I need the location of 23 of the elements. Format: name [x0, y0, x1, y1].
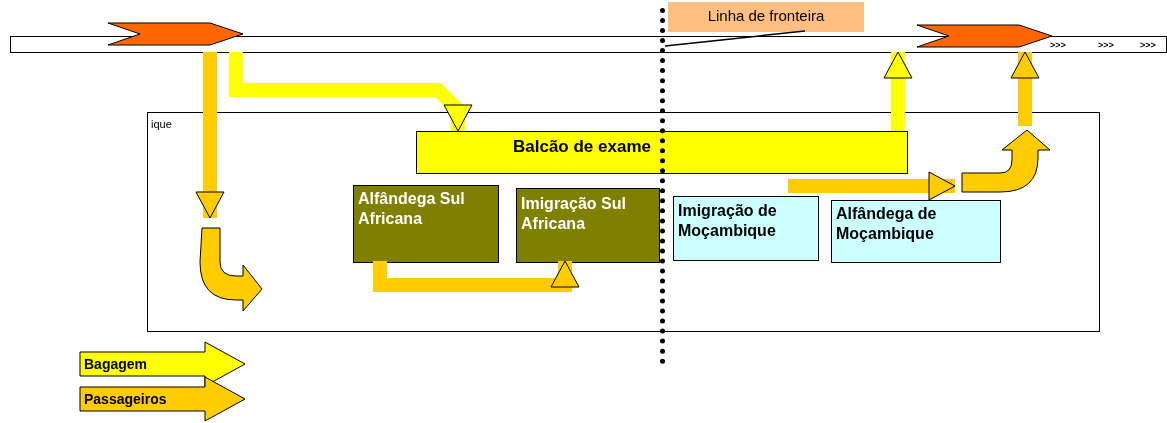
flow-arrow — [883, 51, 913, 131]
node-text: Balcão de exame — [513, 136, 652, 158]
direction-mark: >>> — [1050, 40, 1066, 50]
node-text: Imigração de Moçambique — [678, 201, 778, 241]
flow-arrow — [1010, 51, 1040, 126]
node-text: Linha de fronteira — [706, 7, 826, 26]
flow-arrow — [788, 171, 956, 201]
direction-mark: >>> — [1098, 40, 1114, 50]
process-box — [516, 188, 660, 263]
node-text: ique — [151, 118, 173, 132]
legend-label: Passageiros — [84, 391, 167, 407]
direction-mark: >>> — [1140, 40, 1156, 50]
node-text: Imigração Sul Africana — [521, 194, 627, 234]
process-box — [831, 200, 1001, 263]
node-text: Alfândega de Moçambique — [836, 204, 938, 244]
process-box — [673, 196, 819, 261]
process-box — [353, 185, 499, 263]
flow-arrow — [373, 260, 580, 292]
process-box — [416, 131, 908, 174]
area-frame — [147, 112, 1100, 332]
node-text: Alfândega Sul Africana — [358, 189, 466, 229]
border-line-callout — [668, 2, 864, 32]
legend-label: Bagagem — [84, 356, 148, 372]
